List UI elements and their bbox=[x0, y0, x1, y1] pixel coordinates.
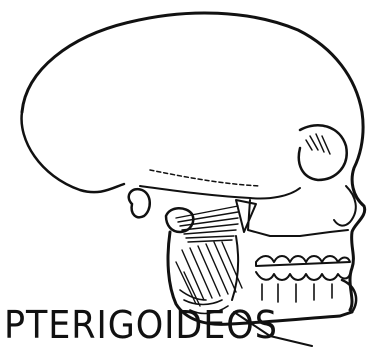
zygomatic-arch bbox=[140, 186, 300, 199]
cranium-outline bbox=[22, 13, 365, 310]
temporal-line bbox=[150, 170, 260, 186]
pterygoid-plate bbox=[236, 200, 256, 232]
ear-opening bbox=[129, 189, 150, 217]
maxilla-outline bbox=[248, 200, 348, 236]
lower-teeth bbox=[256, 272, 350, 302]
eye-orbit bbox=[299, 125, 347, 180]
lateral-pterygoid-muscle bbox=[176, 206, 238, 242]
chin-outline bbox=[342, 280, 356, 312]
cranium-lower-back bbox=[22, 112, 124, 192]
upper-teeth bbox=[256, 256, 350, 266]
figure-caption: PTERIGOIDEOS bbox=[4, 306, 278, 344]
orbit-shading bbox=[306, 134, 330, 154]
nasal-aperture bbox=[334, 186, 356, 226]
